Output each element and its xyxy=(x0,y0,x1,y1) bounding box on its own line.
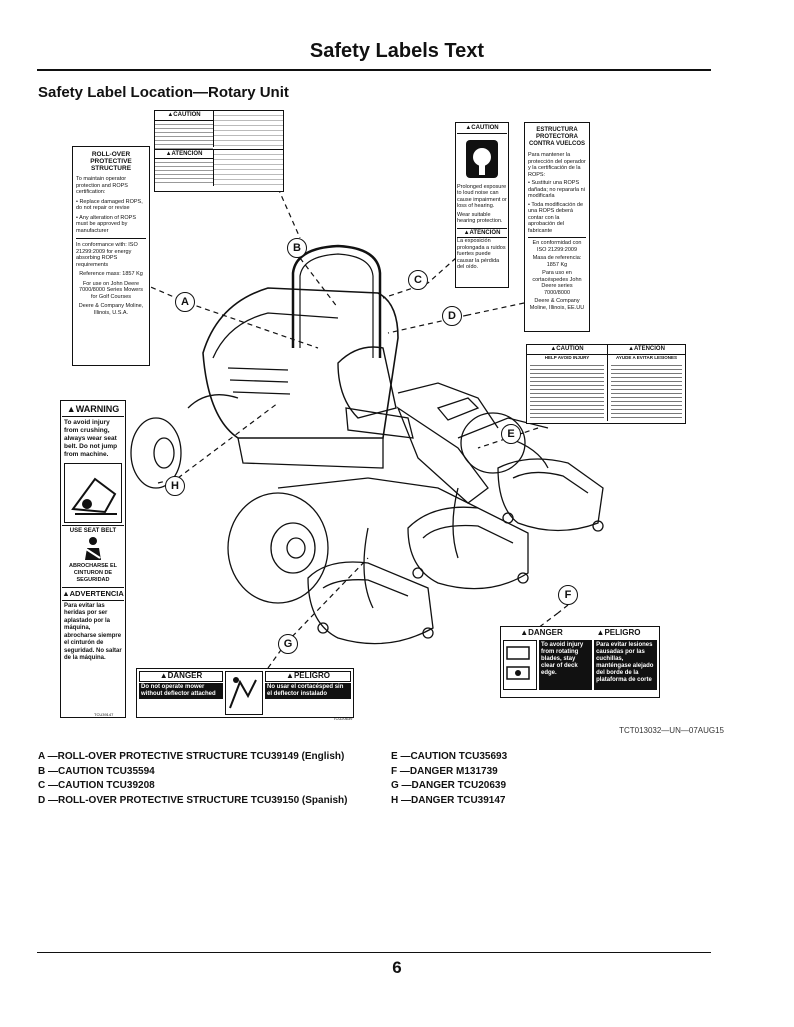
seat-belt-icon xyxy=(62,535,124,563)
caution-c-text-es: La exposición prolongada a ruidos fuerte… xyxy=(457,238,506,270)
label-rops-english: ROLL-OVER PROTECTIVE STRUCTURE To mainta… xyxy=(72,146,150,366)
danger-f-heading-es: ▲PELIGRO xyxy=(596,628,641,637)
legend-item-f: F —DANGER M131739 xyxy=(391,765,498,777)
page-title: Safety Labels Text xyxy=(309,40,485,62)
caution-c-text: Prolonged exposure to loud noise can cau… xyxy=(457,183,507,210)
deflector-hazard-icon xyxy=(225,671,263,715)
legend-item-e: E —CAUTION TCU35693 xyxy=(391,751,508,762)
caution-e-sub: HELP AVOID INJURY xyxy=(544,354,590,360)
rops-en-line3: • Any alteration of ROPS must be approve… xyxy=(76,214,137,234)
rotating-blade-icon xyxy=(503,639,537,690)
rops-es-line6: Para uso en cortacéspedes John Deere ser… xyxy=(532,270,582,296)
danger-g-text: Do not operate mower without deflector a… xyxy=(139,682,223,699)
figure-code: TCT013032—UN—07AUG15 xyxy=(619,726,724,735)
label-warning-h: ▲WARNING To avoid injury from crushing, … xyxy=(60,400,126,718)
legend-item-b: B —CAUTION TCU35594 xyxy=(38,765,155,777)
caution-e-heading-es: ▲ATENCIÓN xyxy=(608,345,685,355)
label-caution-e: ▲CAUTION HELP AVOID INJURY ▲ATENCIÓN AYU… xyxy=(526,344,686,424)
warning-h-belt-es: ABROCHARSE EL CINTURON DE SEGURIDAD xyxy=(69,562,117,583)
label-caution-b: ▲CAUTION ▲ATENCIÓN xyxy=(154,110,284,192)
rops-es-line5: Masa de referencia: 1857 Kg xyxy=(532,255,582,268)
bottom-rule xyxy=(37,952,711,953)
caution-c-heading: ▲CAUTION xyxy=(457,124,507,134)
legend-right: E —CAUTION TCU35693 F —DANGER M131739 G … xyxy=(391,750,507,808)
legend-item-c: C —CAUTION TCU39208 xyxy=(38,780,155,791)
danger-g-heading-es: ▲PELIGRO xyxy=(265,671,351,682)
legend-left: A —ROLL-OVER PROTECTIVE STRUCTURE TCU391… xyxy=(38,750,347,808)
callout-g: G xyxy=(278,634,298,654)
legend-item-g: G —DANGER TCU20639 xyxy=(391,780,507,791)
rops-es-heading: ESTRUCTURA PROTECTORA CONTRA VUELCOS xyxy=(528,127,586,147)
warning-h-text-es: Para evitar las heridas por ser aplastad… xyxy=(64,602,122,662)
label-danger-g: ▲DANGER Do not operate mower without def… xyxy=(136,668,354,718)
rops-en-line5: Reference mass: 1857 Kg xyxy=(79,271,143,277)
danger-g-code: TCU20639 xyxy=(333,716,353,721)
rops-en-line7: Deere & Company Moline, Illinois, U.S.A. xyxy=(78,303,144,316)
legend-item-d: D —ROLL-OVER PROTECTIVE STRUCTURE TCU391… xyxy=(38,794,348,806)
caution-e-heading: ▲CAUTION xyxy=(527,345,607,355)
caution-c-text2: Wear suitable hearing protection. xyxy=(457,211,503,225)
callout-e: E xyxy=(501,424,521,444)
warning-h-belt: USE SEAT BELT xyxy=(62,525,124,535)
caution-b-heading-es: ▲ATENCIÓN xyxy=(155,150,213,159)
caution-e-sub-es: AYUDE A EVITAR LESIONES xyxy=(616,354,677,360)
callout-f: F xyxy=(558,585,578,605)
caution-c-heading-es: ▲ATENCIÓN xyxy=(457,227,507,238)
callout-b: B xyxy=(287,238,307,258)
rops-en-line2: • Replace damaged ROPS, do not repair or… xyxy=(76,198,143,212)
section-subtitle: Safety Label Location—Rotary Unit xyxy=(38,84,289,101)
rops-es-line1: Para mantener la protección del operador… xyxy=(528,152,586,178)
rops-es-line7: Deere & Company Moline, Illinois, EE.UU xyxy=(529,298,585,311)
rops-es-line3: • Toda modificación de una ROPS deberá c… xyxy=(528,201,584,234)
caution-b-pictogram xyxy=(213,111,283,147)
callout-c: C xyxy=(408,270,428,290)
page-number: 6 xyxy=(392,958,402,977)
label-caution-c: ▲CAUTION Prolonged exposure to loud nois… xyxy=(455,122,509,288)
rops-es-line2: • Sustituir una ROPS dañada; no repararl… xyxy=(528,180,585,199)
label-rops-spanish: ESTRUCTURA PROTECTORA CONTRA VUELCOS Par… xyxy=(524,122,590,332)
callout-a: A xyxy=(175,292,195,312)
rops-en-line1: To maintain operator protection and ROPS… xyxy=(76,176,128,195)
caution-b-heading: ▲CAUTION xyxy=(155,111,213,121)
callout-d: D xyxy=(442,306,462,326)
danger-g-heading: ▲DANGER xyxy=(139,671,223,682)
rops-en-line4: In conformance with: ISO 21299:2009 for … xyxy=(76,238,146,268)
danger-f-text-es: Para evitar lesiones causadas por las cu… xyxy=(594,639,657,690)
legend-item-a: A —ROLL-OVER PROTECTIVE STRUCTURE TCU391… xyxy=(38,751,345,762)
top-rule xyxy=(37,69,711,71)
rops-en-heading: ROLL-OVER PROTECTIVE STRUCTURE xyxy=(90,151,132,172)
danger-f-text: To avoid injury from rotating blades, st… xyxy=(539,639,593,690)
rops-en-line6: For use on John Deere 7000/8000 Series M… xyxy=(79,280,143,300)
label-danger-f: ▲DANGER ▲PELIGRO To avoid injury from ro… xyxy=(500,626,660,698)
warning-h-code: TCU39147 xyxy=(94,712,114,717)
safety-label-figure: ▲CAUTION ▲ATENCIÓN ROLL-OVER PROTECTIVE … xyxy=(38,108,728,728)
crush-hazard-icon xyxy=(64,463,122,523)
warning-h-text: To avoid injury from crushing, always we… xyxy=(64,419,118,458)
rops-es-line4: En conformidad con ISO 21299:2009 xyxy=(528,237,586,253)
danger-g-text-es: No usar el cortacésped sin el deflector … xyxy=(265,682,351,699)
danger-f-heading: ▲DANGER xyxy=(520,628,563,637)
ear-protection-icon xyxy=(457,134,507,184)
warning-h-heading-es: ▲ADVERTENCIA xyxy=(62,586,124,601)
legend-item-h: H —DANGER TCU39147 xyxy=(391,794,506,806)
warning-h-heading: ▲WARNING xyxy=(62,402,124,417)
callout-h: H xyxy=(165,476,185,496)
